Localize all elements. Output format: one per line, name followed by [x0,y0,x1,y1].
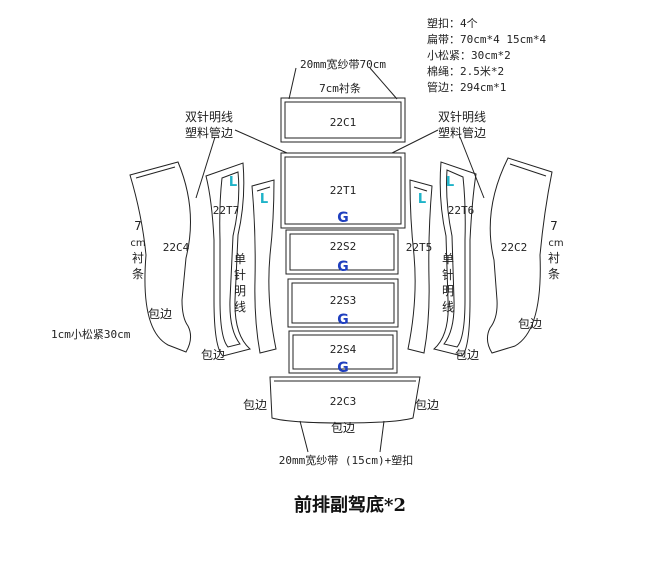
left-single-4: 线 [234,300,246,314]
piece-code-22c3: 22C3 [330,395,357,408]
left-lining-3: 衬 [132,251,144,265]
left-lining-4: 条 [132,267,144,281]
leader-bottom-right [379,420,385,453]
note-line: 扁带：70cm*4 15cm*4 [427,33,546,46]
right-single-2: 针 [442,267,454,282]
note-line: 小松紧：30cm*2 [427,48,511,62]
piece-22t7 [205,162,252,357]
piece-22s3-inner [291,282,395,324]
l-marker: L [229,175,237,190]
g-marker: G [337,360,349,376]
piece-22t7-inner [219,171,241,348]
piece-22t5 [407,179,433,354]
left-single-1: 单 [234,252,246,266]
note-line: 管边：294cm*1 [427,80,506,94]
leader-twin-left-2 [234,129,288,154]
l-marker: L [446,175,454,190]
l-marker: L [260,192,268,207]
hem-label: 包边 [455,348,479,362]
bottom-tape-label: 20mm宽纱带 (15cm)+塑扣 [279,453,413,467]
piece-code-22t1: 22T1 [330,184,357,197]
piece-code-22c2: 22C2 [501,241,528,254]
leader-top-left [288,67,297,100]
piece-code-22s4: 22S4 [330,343,357,356]
left-single-2: 针 [234,267,246,282]
leader-twin-left-1 [195,136,216,199]
top-lining-label: 7cm衬条 [319,81,361,95]
piece-22c1 [280,97,406,143]
twin-needle-left-1: 双针明线 [185,109,233,124]
piece-22s4 [288,330,398,374]
piece-22t1 [280,152,406,229]
piece-code-22t5: 22T5 [406,241,433,254]
piece-22t5-inner [413,186,428,192]
piece-22c2 [486,157,553,354]
right-single-3: 明 [442,284,454,298]
hem-label: 包边 [201,348,225,362]
hem-label: 包边 [243,398,267,412]
g-marker: G [337,312,349,328]
piece-left-small [251,179,277,354]
piece-22t6 [432,161,477,357]
piece-22c4-inner [135,166,176,179]
piece-22s4-inner [292,334,394,370]
elastic-label: 1cm小松紧30cm [51,327,131,341]
right-lining-2: cm [548,238,563,249]
twin-needle-right-2: 塑料管边 [438,125,486,140]
piece-22c3 [269,376,421,424]
right-lining-3: 衬 [548,251,560,265]
g-marker: G [337,210,349,226]
leader-bottom-left [299,420,309,453]
twin-needle-right-1: 双针明线 [438,109,486,124]
piece-22s2 [285,229,399,275]
piece-code-22t6: 22T6 [448,204,475,217]
left-single-3: 明 [234,284,246,298]
left-lining-2: cm [130,238,145,249]
twin-needle-left-2: 塑料管边 [185,125,233,140]
leader-top-right [369,67,398,100]
piece-left-small-inner [256,186,271,192]
hem-label: 包边 [415,398,439,412]
piece-22t1-inner [284,156,402,225]
piece-code-22s3: 22S3 [330,294,357,307]
right-lining-4: 条 [548,267,560,281]
note-line: 塑扣：4个 [427,16,478,30]
hem-label: 包边 [518,317,542,331]
left-lining-1: 7 [134,219,142,233]
piece-code-22t7: 22T7 [213,204,240,217]
diagram-title: 前排副驾底*2 [294,494,406,516]
right-single-4: 线 [442,300,454,314]
note-line: 棉绳：2.5米*2 [427,64,504,78]
right-single-1: 单 [442,252,454,266]
leader-twin-right-1 [459,136,485,199]
piece-code-22c1: 22C1 [330,116,357,129]
l-marker: L [418,192,426,207]
piece-22s3 [287,278,399,328]
piece-22c2-inner [509,163,547,177]
piece-code-22s2: 22S2 [330,240,357,253]
piece-22t6-inner [443,169,466,348]
right-lining-1: 7 [550,219,558,233]
g-marker: G [337,259,349,275]
piece-22s2-inner [289,233,395,271]
piece-code-22c4: 22C4 [163,241,190,254]
leader-twin-right-2 [391,129,439,154]
piece-22c4 [129,161,192,353]
hem-label: 包边 [148,307,172,321]
hem-label: 包边 [331,421,355,435]
piece-22c1-inner [284,101,402,139]
top-tape-label: 20mm宽纱带70cm [300,57,386,71]
